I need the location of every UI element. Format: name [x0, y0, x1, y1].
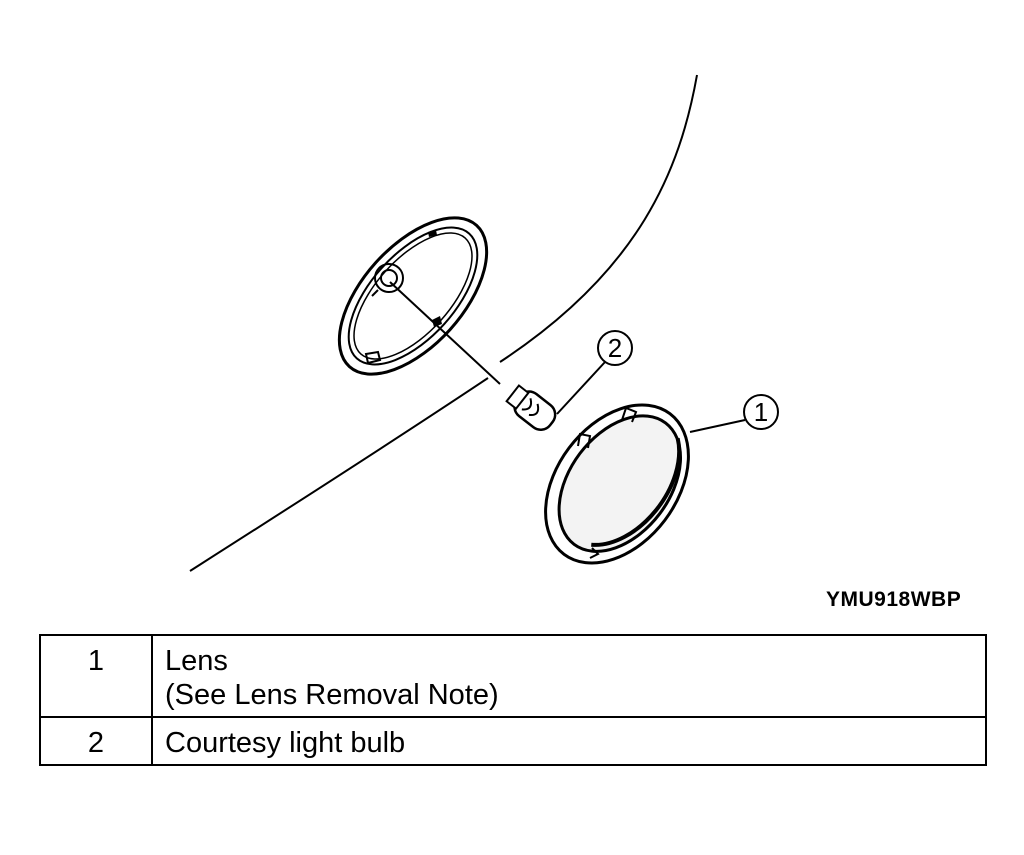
legend-note: (See Lens Removal Note) — [165, 679, 499, 711]
courtesy-light-exploded-illustration: 2 1 — [189, 74, 779, 572]
callout-2: 2 — [556, 330, 633, 415]
figure-code: YMU918WBP — [826, 588, 962, 611]
legend-table: 1 Lens (See Lens Removal Note) 2 Courtes… — [39, 634, 987, 766]
legend-description: Courtesy light bulb — [151, 716, 987, 766]
body-panel-edge — [189, 74, 698, 572]
callout-1: 1 — [689, 394, 779, 433]
callout-1-label: 1 — [754, 397, 768, 427]
legend-number: 1 — [39, 634, 153, 718]
housing-socket — [364, 230, 442, 365]
callout-2-label: 2 — [608, 333, 622, 363]
legend-part-name: Lens — [165, 645, 228, 677]
legend-number: 2 — [39, 716, 153, 766]
table-row: 1 Lens (See Lens Removal Note) — [39, 634, 987, 718]
table-row: 2 Courtesy light bulb — [39, 716, 987, 766]
legend-part-name: Courtesy light bulb — [165, 727, 406, 759]
alignment-line — [389, 281, 501, 385]
courtesy-light-bulb — [505, 384, 557, 431]
lens-tabs — [577, 406, 638, 559]
lens — [544, 403, 690, 565]
legend-description: Lens (See Lens Removal Note) — [151, 634, 987, 718]
